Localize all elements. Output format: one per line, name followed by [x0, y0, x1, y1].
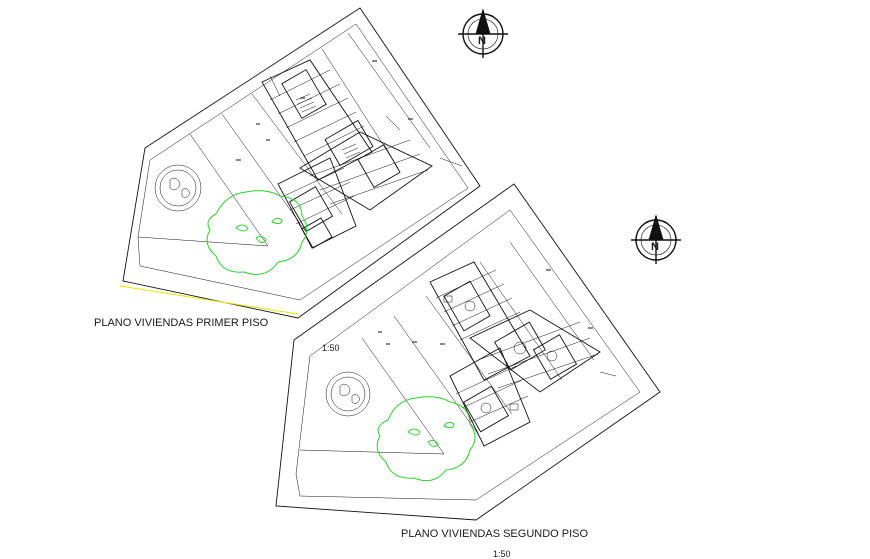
svg-text:N: N — [651, 241, 659, 253]
tree-symbol-large-2 — [376, 396, 476, 482]
plan-2-scale: 1:50 — [493, 549, 511, 559]
plan-2-title: PLANO VIVIENDAS SEGUNDO PISO — [401, 528, 588, 540]
plan-1-title: PLANO VIVIENDAS PRIMER PISO — [94, 317, 269, 329]
tree-symbol-small-1 — [154, 164, 202, 212]
stairs-1 — [295, 93, 361, 159]
tree-symbol-large-1 — [206, 190, 308, 275]
property-line-1 — [119, 285, 299, 315]
interior-walls-2 — [435, 269, 617, 423]
svg-text:N: N — [478, 35, 486, 47]
tree-symbol-small-2 — [325, 371, 371, 417]
lot-divisions — [137, 32, 431, 247]
plan-primer-piso: PLANO VIVIENDAS PRIMER PISO 1:50 — [94, 7, 481, 353]
site-inner-boundary-2 — [295, 209, 641, 501]
lot-divisions-2 — [299, 241, 595, 455]
furniture-2 — [443, 295, 558, 414]
site-boundary-2 — [275, 183, 661, 521]
site-inner-boundary — [137, 23, 469, 301]
north-arrow-icon: N — [631, 214, 681, 264]
plan-1-scale: 1:50 — [322, 343, 340, 353]
building-footprint-1 — [261, 59, 433, 249]
interior-walls-1 — [269, 69, 463, 225]
annotation-marks-1 — [236, 60, 413, 161]
annotation-marks-2 — [378, 269, 593, 345]
north-arrow-icon: N — [458, 8, 508, 58]
building-footprint-2 — [429, 261, 601, 447]
site-boundary — [122, 7, 481, 319]
plan-segundo-piso: PLANO VIVIENDAS SEGUNDO PISO 1:50 — [275, 183, 661, 559]
